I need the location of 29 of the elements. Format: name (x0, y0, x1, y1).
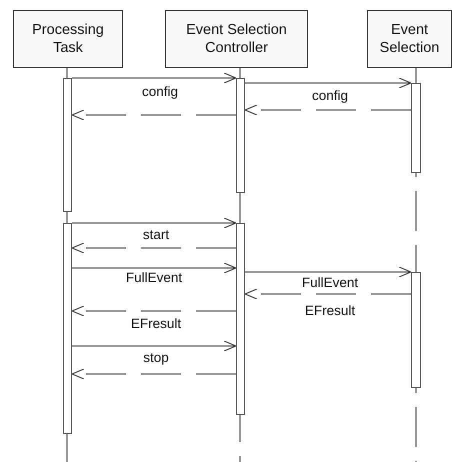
message-arrow (72, 340, 236, 352)
message-arrow (72, 218, 236, 228)
lifeline-header: Event Selection Controller (165, 10, 308, 68)
activation-bar (411, 272, 421, 388)
activation-bar (411, 83, 421, 173)
activation-bar (63, 223, 72, 434)
activation-bar (63, 78, 72, 212)
lifeline-header: Processing Task (13, 10, 123, 68)
lifeline-header: Event Selection (367, 10, 452, 68)
message-label: config (140, 84, 180, 99)
return-message-arrow (72, 368, 236, 380)
activation-bar (236, 223, 245, 415)
return-message-arrow (72, 110, 236, 120)
return-message-arrow (244, 104, 412, 116)
message-arrow (72, 262, 236, 274)
return-message-arrow (72, 242, 236, 254)
message-arrow (244, 266, 412, 278)
message-label: EFresult (128, 316, 184, 331)
return-message-arrow (244, 288, 412, 300)
return-message-arrow (72, 306, 236, 316)
message-label: stop (141, 350, 171, 365)
message-label: FullEvent (124, 270, 184, 285)
message-label: start (140, 227, 172, 242)
message-label: config (310, 88, 350, 103)
message-label: EFresult (302, 303, 358, 318)
message-arrow (72, 72, 236, 84)
activation-bar (236, 78, 245, 193)
message-label: FullEvent (300, 275, 360, 290)
message-arrow (244, 78, 412, 88)
